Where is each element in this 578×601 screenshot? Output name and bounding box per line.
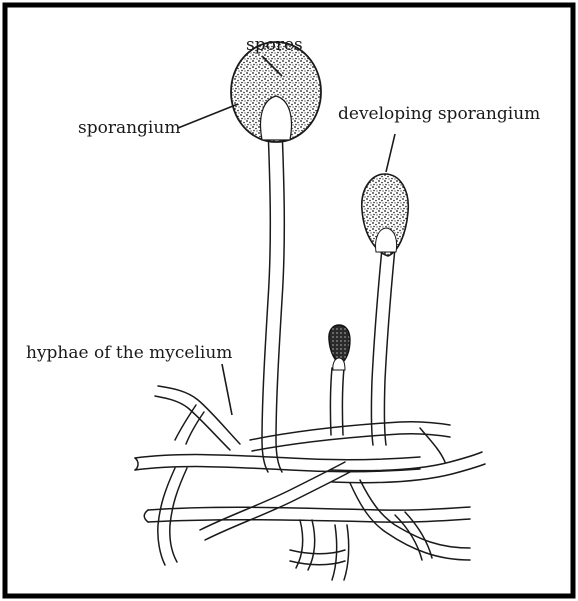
developing-sporangium [362, 174, 408, 256]
mycelium-hyphae [135, 386, 485, 580]
label-hyphae: hyphae of the mycelium [26, 343, 232, 363]
label-sporangium: sporangium [78, 118, 180, 138]
leader-sporangium [178, 104, 238, 128]
leader-hyphae [222, 364, 232, 415]
label-developing-sporangium: developing sporangium [338, 104, 540, 124]
sporangium [231, 42, 321, 142]
tall-sporangiophore [262, 128, 284, 472]
young-sporangiophore [330, 368, 344, 435]
young-sporangium [329, 325, 350, 370]
label-spores: spores [246, 35, 303, 55]
leader-developing-sporangium [386, 134, 395, 172]
developing-sporangiophore [371, 248, 395, 445]
